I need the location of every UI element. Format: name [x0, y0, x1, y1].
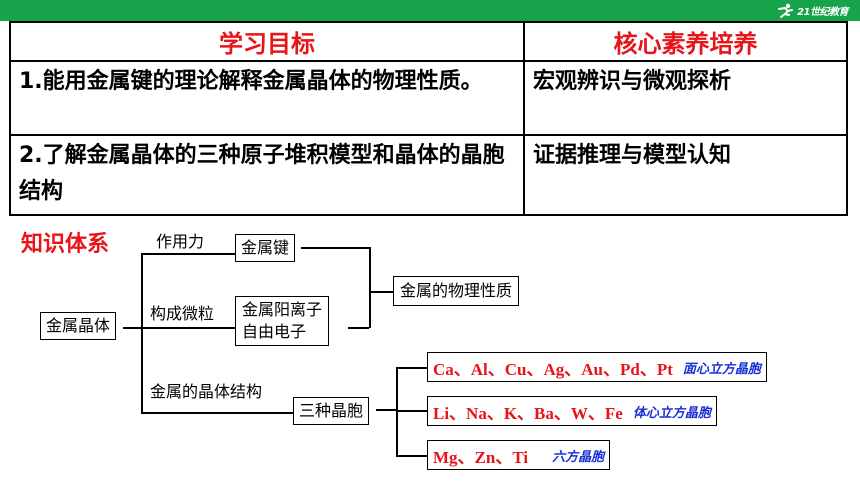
structure-row-bcc: Li、Na、K、Ba、W、Fe 体心立方晶胞: [427, 396, 717, 426]
bcc-type: 体心立方晶胞: [632, 405, 711, 421]
connector-line: [396, 410, 427, 412]
physical-property-node: 金属的物理性质: [393, 276, 520, 306]
free-electron-text: 自由电子: [242, 322, 307, 341]
hcp-elements: Mg、Zn、Ti: [433, 447, 529, 467]
branch-label-particles: 构成微粒: [150, 304, 215, 323]
brand-logo: 21世纪教育: [776, 2, 848, 19]
branch-label-structure: 金属的晶体结构: [150, 382, 263, 401]
goal-1: 1.能用金属键的理论解释金属晶体的物理性质。: [9, 60, 525, 136]
connector-line: [141, 253, 143, 413]
goal-2: 2.了解金属晶体的三种原子堆积模型和晶体的晶胞结构: [9, 134, 525, 216]
literacy-2: 证据推理与模型认知: [523, 134, 848, 216]
hcp-type: 六方晶胞: [552, 449, 605, 465]
root-node: 金属晶体: [40, 312, 117, 340]
particles-node: 金属阳离子 自由电子: [235, 296, 330, 346]
connector-line: [301, 247, 369, 249]
connector-line: [376, 409, 396, 411]
fcc-type: 面心立方晶胞: [682, 361, 761, 377]
structure-row-fcc: Ca、Al、Cu、Ag、Au、Pd、Pt 面心立方晶胞: [427, 352, 767, 382]
connector-line: [396, 455, 427, 457]
connector-line: [396, 367, 398, 456]
connector-line: [396, 367, 427, 369]
connector-line: [141, 327, 235, 329]
runner-icon: [778, 3, 794, 18]
connector-line: [348, 327, 369, 329]
brand-logo-text: 21世纪教育: [797, 7, 848, 18]
connector-line: [141, 253, 235, 255]
connector-line: [141, 412, 293, 414]
header-learning-goals: 学习目标: [9, 21, 525, 62]
learning-goals-table: 学习目标 核心素养培养 1.能用金属键的理论解释金属晶体的物理性质。 宏观辨识与…: [9, 21, 848, 216]
literacy-1: 宏观辨识与微观探析: [523, 60, 848, 136]
connector-line: [369, 247, 371, 328]
header-core-literacy: 核心素养培养: [523, 21, 848, 62]
branch-label-force: 作用力: [156, 232, 205, 251]
connector-line: [123, 327, 141, 329]
fcc-elements: Ca、Al、Cu、Ag、Au、Pd、Pt: [433, 359, 673, 379]
top-banner: 21世纪教育: [0, 0, 860, 21]
bcc-elements: Li、Na、K、Ba、W、Fe: [433, 403, 623, 423]
connector-line: [369, 291, 393, 293]
metallic-bond-node: 金属键: [235, 234, 296, 262]
three-unit-cells-node: 三种晶胞: [293, 397, 370, 425]
metal-cation-text: 金属阳离子: [242, 300, 323, 319]
knowledge-system-heading: 知识体系: [21, 232, 110, 257]
structure-row-hcp: Mg、Zn、Ti 六方晶胞: [427, 440, 611, 470]
